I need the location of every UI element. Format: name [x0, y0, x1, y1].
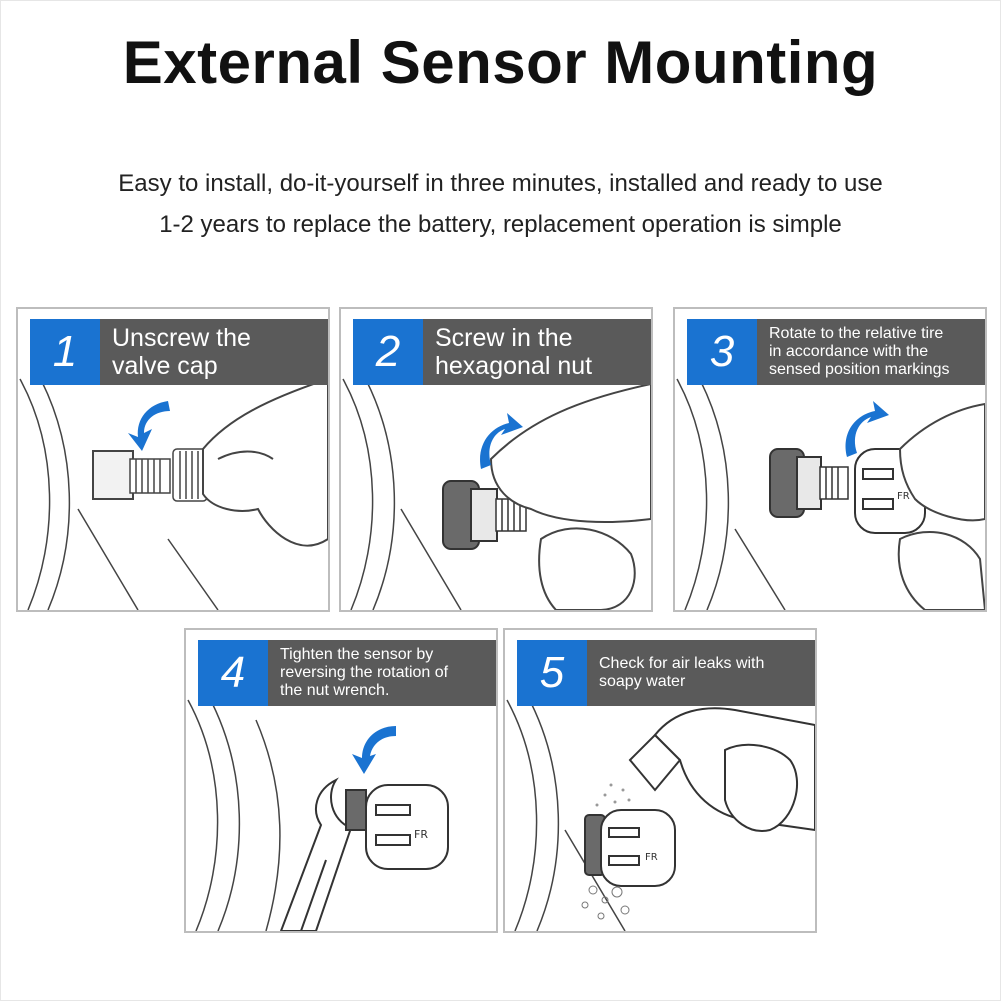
subtitle-line-2: 1-2 years to replace the battery, replac… [159, 211, 842, 238]
step-1-panel: 1 Unscrew the valve cap [16, 307, 330, 612]
step-3-header: 3 Rotate to the relative tire in accorda… [687, 319, 985, 385]
hex-nut-illustration [442, 480, 527, 550]
step-4-label: Tighten the sensor by reversing the rota… [268, 640, 496, 706]
step-4-illustration: FR [187, 694, 449, 931]
rotate-arrow-icon [480, 413, 523, 469]
step-2-panel: 2 Screw in the hexagonal nut [339, 307, 653, 612]
hex-nut-illustration [769, 448, 849, 518]
sensor-cap-illustration: FR [365, 784, 449, 870]
step-3-panel: FR 3 Rotate to the relative tire in acco… [673, 307, 987, 612]
step-1-label: Unscrew the valve cap [100, 319, 328, 385]
rotate-arrow-icon [128, 401, 170, 451]
step-5-label: Check for air leaks with soapy water [587, 640, 815, 706]
step-5-illustration: FR [506, 694, 815, 931]
step-2-illustration [342, 373, 651, 610]
step-1-header: 1 Unscrew the valve cap [30, 319, 328, 385]
step-2-number: 2 [353, 319, 423, 385]
hand-illustration [202, 377, 328, 547]
step-5-header: 5 Check for air leaks with soapy water [517, 640, 815, 706]
valve-illustration [92, 450, 171, 500]
step-4-number: 4 [198, 640, 268, 706]
step-2-header: 2 Screw in the hexagonal nut [353, 319, 651, 385]
wrench-illustration [279, 777, 367, 931]
sensor-cap-illustration: FR [584, 809, 676, 887]
step-2-label: Screw in the hexagonal nut [423, 319, 651, 385]
step-3-illustration: FR [676, 373, 985, 610]
valve-cap-illustration [172, 448, 208, 502]
hand-illustration [898, 402, 985, 522]
step-1-illustration [19, 373, 328, 610]
svg-text:FR: FR [645, 852, 658, 863]
step-4-panel: FR 4 Tighten the sensor by reversing the… [184, 628, 498, 933]
subtitle-line-1: Easy to install, do-it-yourself in three… [118, 170, 883, 197]
hand-illustration [489, 382, 651, 523]
page-title: External Sensor Mounting [122, 29, 879, 96]
svg-text:FR: FR [414, 828, 428, 841]
rotate-arrow-icon [845, 401, 889, 457]
rotate-arrow-icon [352, 726, 396, 774]
step-3-number: 3 [687, 319, 757, 385]
step-4-header: 4 Tighten the sensor by reversing the ro… [198, 640, 496, 706]
spray-bottle-illustration [628, 707, 815, 832]
step-3-label: Rotate to the relative tire in accordanc… [757, 319, 985, 385]
svg-text:FR: FR [897, 491, 910, 502]
step-1-number: 1 [30, 319, 100, 385]
spray-mist [595, 783, 631, 807]
soap-bubbles [581, 885, 630, 920]
step-5-number: 5 [517, 640, 587, 706]
step-5-panel: FR 5 Check for air leaks with soapy wate… [503, 628, 817, 933]
